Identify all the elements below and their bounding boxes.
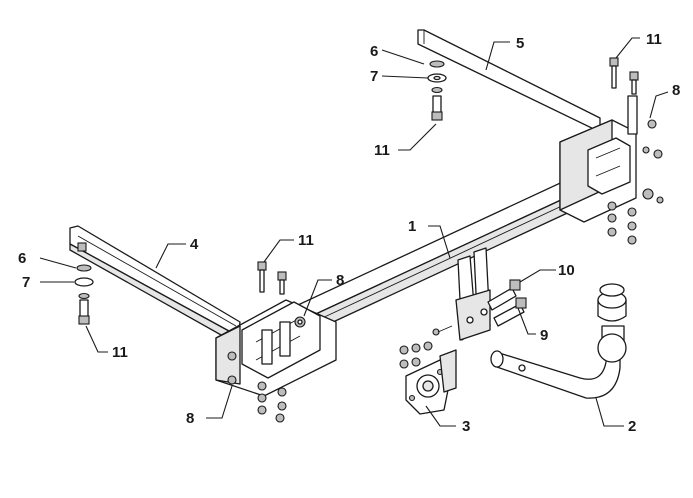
right-rail bbox=[417, 29, 601, 133]
left-bracket bbox=[215, 299, 337, 397]
ball-tow-bar bbox=[490, 283, 627, 399]
callout-10: 10 bbox=[558, 262, 575, 279]
callout-8-left: 8 bbox=[186, 410, 194, 427]
right-bracket bbox=[559, 95, 663, 223]
callout-1: 1 bbox=[408, 218, 416, 235]
left-top-bolts bbox=[257, 261, 287, 295]
left-lower-hardware bbox=[257, 387, 287, 423]
callout-6-right: 6 bbox=[370, 43, 378, 60]
bolts-9-10 bbox=[487, 279, 527, 327]
socket-fasteners bbox=[399, 325, 453, 369]
callout-6-left: 6 bbox=[18, 250, 26, 267]
electrical-socket-plate bbox=[405, 349, 457, 415]
callout-8-center: 8 bbox=[336, 272, 344, 289]
callout-5: 5 bbox=[516, 35, 524, 52]
left-side-hardware bbox=[74, 264, 94, 325]
callout-labels: 1 2 3 4 5 6 6 7 7 8 8 8 9 10 11 11 11 11 bbox=[18, 31, 680, 435]
right-upper-hardware bbox=[427, 60, 447, 121]
right-lower-hardware bbox=[607, 188, 664, 245]
leader-lines bbox=[39, 37, 669, 427]
socket-holder-plate bbox=[455, 247, 491, 341]
right-top-bolts bbox=[609, 57, 639, 95]
callout-8-right: 8 bbox=[672, 82, 680, 99]
callout-7-right: 7 bbox=[370, 68, 378, 85]
callout-7-left: 7 bbox=[22, 274, 30, 291]
callout-4: 4 bbox=[190, 236, 199, 253]
callout-3: 3 bbox=[462, 418, 470, 435]
callout-11-left-top: 11 bbox=[298, 232, 314, 249]
callout-2: 2 bbox=[628, 418, 636, 435]
left-rail bbox=[69, 225, 241, 341]
callout-11-right-mid: 11 bbox=[374, 142, 390, 159]
callout-9: 9 bbox=[540, 327, 548, 344]
callout-11-left-bottom: 11 bbox=[112, 344, 128, 361]
callout-11-right-top: 11 bbox=[646, 31, 662, 48]
